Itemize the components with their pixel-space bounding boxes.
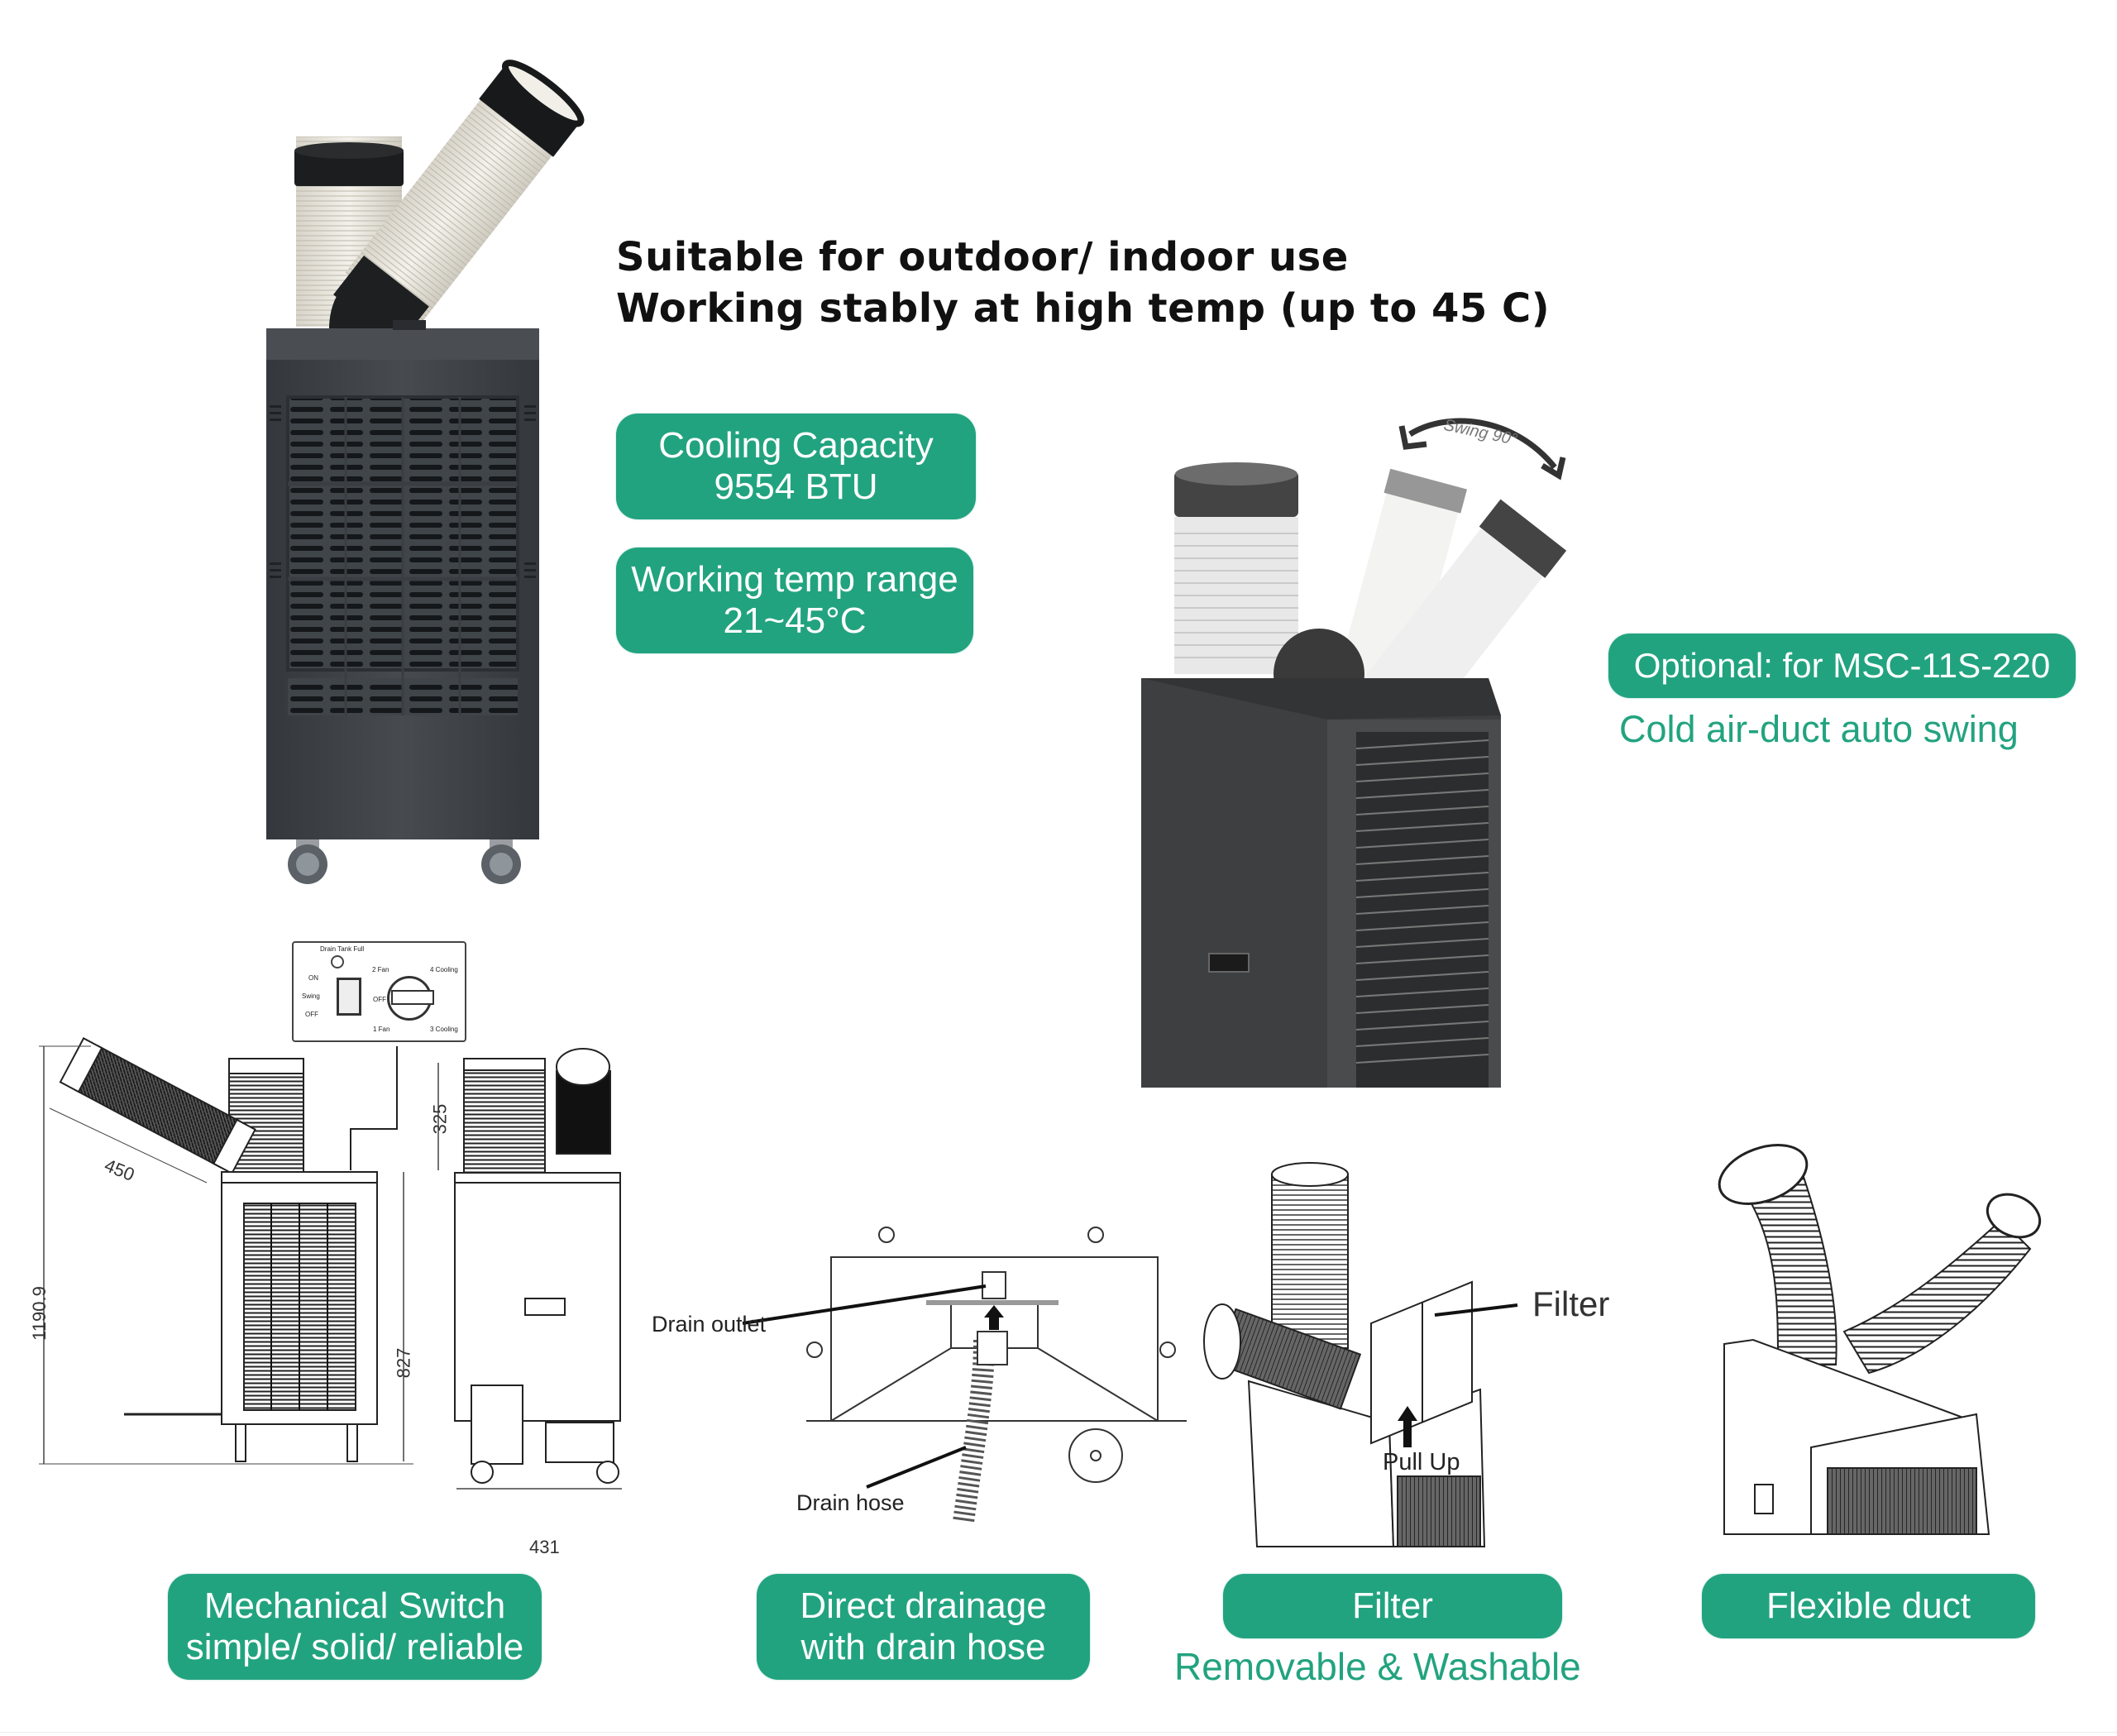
side-view-drawing xyxy=(454,1048,622,1490)
knob-label-1-fan: 1 Fan xyxy=(373,1026,390,1033)
cooling-capacity-title: Cooling Capacity xyxy=(658,425,934,466)
headline-line-2: Working stably at high temp (up to 45 C) xyxy=(616,285,1551,332)
auto-swing-caption: Cold air-duct auto swing xyxy=(1619,708,2019,750)
working-temp-badge: Working temp range 21~45°C xyxy=(616,548,973,653)
optional-model-text: Optional: for MSC-11S-220 xyxy=(1633,646,2051,685)
unit-top xyxy=(266,328,539,361)
main-product-image xyxy=(266,60,585,884)
mechanical-switch-title: Mechanical Switch xyxy=(203,1585,506,1626)
dimension-duct-height: 325 xyxy=(429,1103,451,1135)
direct-drainage-subtitle: with drain hose xyxy=(800,1627,1046,1667)
switch-label-on: ON xyxy=(308,974,318,982)
knob-label-off: OFF xyxy=(373,996,386,1003)
pull-up-arrow-icon xyxy=(1398,1406,1417,1447)
filter-label: Filter xyxy=(1532,1284,1610,1323)
knob-label-3-cooling: 3 Cooling xyxy=(430,1026,458,1033)
drain-indicator-icon xyxy=(331,955,344,968)
drain-outlet-label: Drain outlet xyxy=(652,1312,767,1337)
drain-hose-label: Drain hose xyxy=(796,1490,905,1515)
flexible-duct-title: Flexible duct xyxy=(1766,1585,1971,1626)
cooling-capacity-badge: Cooling Capacity 9554 BTU xyxy=(616,414,976,519)
mechanical-switch-badge: Mechanical Switch simple/ solid/ reliabl… xyxy=(168,1574,542,1680)
filter-badge: Filter xyxy=(1223,1574,1562,1638)
control-panel: Drain Tank Full ON Swing OFF 2 Fan OFF 1… xyxy=(292,941,466,1042)
filter-badge-title: Filter xyxy=(1352,1585,1433,1626)
optional-model-badge: Optional: for MSC-11S-220 xyxy=(1608,634,2076,698)
dimension-total-height: 1190.9 xyxy=(28,1286,50,1341)
up-arrow-icon xyxy=(984,1305,1004,1330)
rocker-switch[interactable] xyxy=(337,978,361,1016)
direct-drainage-badge: Direct drainage with drain hose xyxy=(757,1574,1090,1680)
knob-label-2-fan: 2 Fan xyxy=(372,966,389,973)
cooling-capacity-value: 9554 BTU xyxy=(714,466,878,507)
headline: Suitable for outdoor/ indoor use Working… xyxy=(616,232,1550,334)
technical-drawing xyxy=(39,1037,622,1490)
headline-line-1: Suitable for outdoor/ indoor use xyxy=(616,234,1349,280)
swing-product-image xyxy=(1141,418,1567,1088)
angled-duct xyxy=(333,60,585,346)
drain-tank-full-label: Drain Tank Full xyxy=(320,945,365,953)
filter-caption: Removable & Washable xyxy=(1174,1645,1581,1688)
swing-arrow-icon xyxy=(1408,418,1557,470)
knob-label-4-cooling: 4 Cooling xyxy=(430,966,458,973)
mechanical-switch-subtitle: simple/ solid/ reliable xyxy=(185,1627,524,1667)
mode-knob-handle xyxy=(391,990,434,1005)
dimension-body-height: 827 xyxy=(393,1347,414,1379)
bottom-divider xyxy=(0,1732,2117,1733)
switch-label-swing: Swing xyxy=(302,992,320,1000)
working-temp-value: 21~45°C xyxy=(723,600,867,641)
flexible-duct-diagram xyxy=(1718,1144,2042,1535)
front-view-drawing xyxy=(59,1037,378,1462)
filter-diagram xyxy=(1203,1162,1518,1547)
caster-wheels xyxy=(288,839,521,884)
pull-up-label: Pull Up xyxy=(1383,1449,1460,1475)
drainage-diagram xyxy=(742,1227,1187,1523)
dimension-width: 431 xyxy=(529,1537,560,1557)
switch-label-off: OFF xyxy=(305,1011,318,1018)
flexible-duct-badge: Flexible duct xyxy=(1702,1574,2035,1638)
direct-drainage-title: Direct drainage xyxy=(800,1585,1047,1626)
working-temp-title: Working temp range xyxy=(631,559,958,600)
